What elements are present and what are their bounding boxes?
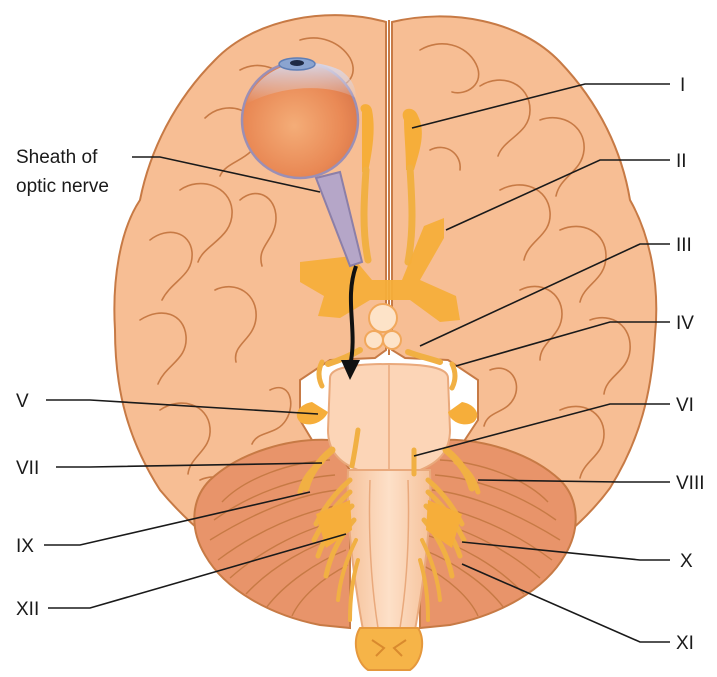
pituitary-stalk: [369, 304, 397, 332]
label-sheath-line1: Sheath of: [16, 147, 98, 168]
label-cn1: I: [680, 75, 685, 96]
label-cn8: VIII: [676, 473, 705, 494]
label-sheath-line2: optic nerve: [16, 176, 109, 197]
label-cn4: IV: [676, 313, 694, 334]
medulla: [348, 470, 431, 630]
label-cn5: V: [16, 391, 29, 412]
pupil: [290, 60, 304, 66]
trigeminal-root-right: [448, 402, 477, 424]
mammillary-body-right: [383, 331, 401, 349]
label-cn3: III: [676, 235, 692, 256]
label-cn2: II: [676, 151, 687, 172]
label-cn12: XII: [16, 599, 39, 620]
label-cn11: XI: [676, 633, 694, 654]
mammillary-body-left: [365, 331, 383, 349]
label-cn9: IX: [16, 536, 34, 557]
spinal-cord-section: [356, 628, 422, 670]
label-cn7: VII: [16, 458, 39, 479]
label-cn6: VI: [676, 395, 694, 416]
label-cn10: X: [680, 551, 693, 572]
